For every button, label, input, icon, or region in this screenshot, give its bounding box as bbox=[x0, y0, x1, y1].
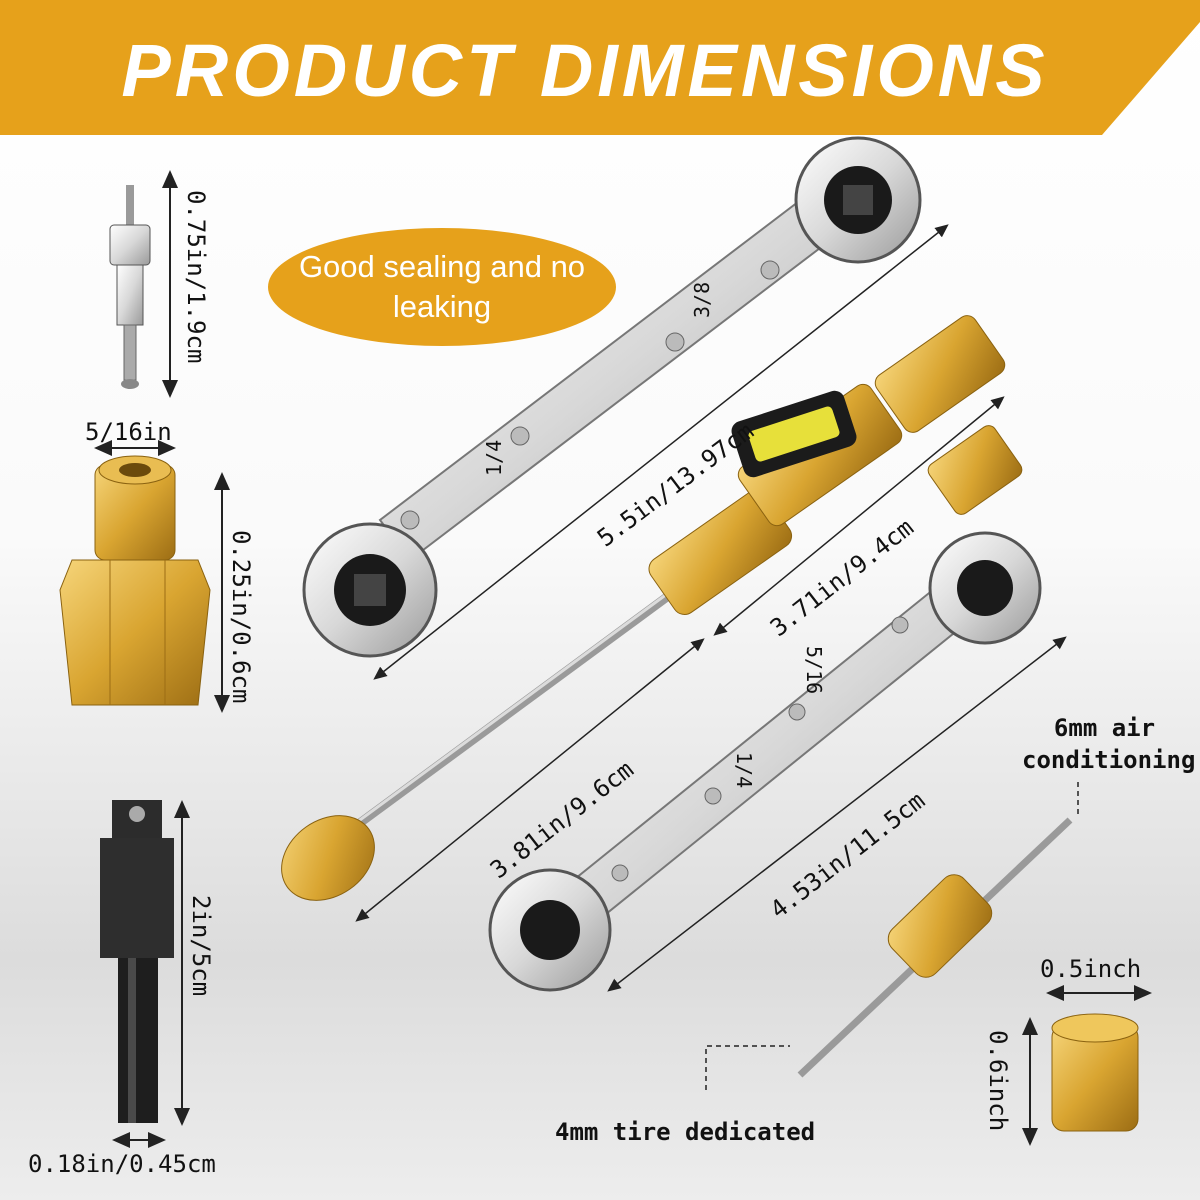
dual-end-core-tool-icon bbox=[797, 817, 1073, 1078]
label-socket-adapter-length: 2in/5cm bbox=[187, 895, 215, 997]
label-cap-height: 0.6inch bbox=[984, 1030, 1012, 1132]
label-adapter-height: 0.25in/0.6cm bbox=[227, 530, 255, 704]
label-adapter-width: 5/16in bbox=[85, 418, 172, 446]
socket-adapter-icon bbox=[100, 800, 174, 1123]
label-socket-adapter-hex: 0.18in/0.45cm bbox=[28, 1150, 216, 1178]
small-wrench-mark-top: 5/16 bbox=[802, 646, 826, 695]
large-wrench-mark-top: 3/8 bbox=[690, 281, 714, 318]
header-banner: PRODUCT DIMENSIONS bbox=[0, 0, 1200, 140]
label-tire: 4mm tire dedicated bbox=[555, 1118, 816, 1146]
small-wrench-mark-bottom: 1/4 bbox=[732, 752, 756, 789]
label-valve-core: 0.75in/1.9cm bbox=[182, 190, 210, 364]
valve-core-icon bbox=[109, 185, 151, 389]
label-air-conditioning: 6mm air conditioning bbox=[1022, 714, 1196, 774]
banner-shape bbox=[0, 0, 1200, 135]
brass-adapter-icon bbox=[59, 455, 211, 706]
large-wrench-mark-bottom: 1/4 bbox=[482, 439, 506, 476]
brass-cap-icon bbox=[1051, 1013, 1139, 1132]
label-cap-width: 0.5inch bbox=[1040, 955, 1142, 983]
page-title: PRODUCT DIMENSIONS bbox=[121, 29, 1049, 112]
